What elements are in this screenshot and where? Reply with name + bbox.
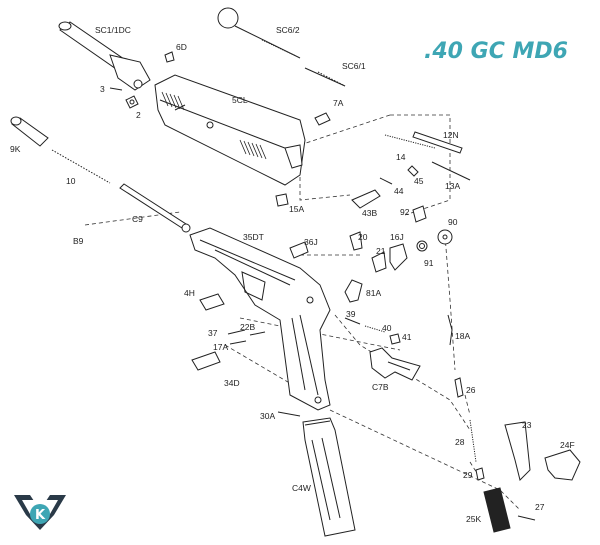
label-24f: 24F [560,440,575,450]
recoil-spring-part [51,149,111,184]
barrel-part [58,21,151,91]
label-b9: B9 [73,236,84,246]
label-21: 21 [376,246,386,256]
label-43b: 43B [362,208,377,218]
label-12n: 12N [443,130,459,140]
part-34d [191,351,221,371]
part-37 [227,329,246,335]
part-6d [164,51,175,63]
label-14: 14 [396,152,406,162]
part-21 [371,251,387,273]
label-sc6-1: SC6/1 [342,61,366,71]
label-90: 90 [448,217,458,227]
label-13a: 13A [445,181,460,191]
part-3-pin [109,87,123,91]
label-28: 28 [455,437,465,447]
label-16j: 16J [390,232,404,242]
label-35dt: 35DT [243,232,264,242]
label-30a: 30A [260,411,275,421]
label-10: 10 [66,176,76,186]
part-2 [125,95,139,109]
part-17a [229,340,247,345]
label-3: 3 [100,84,105,94]
label-45: 45 [414,176,424,186]
part-26 [454,377,464,398]
label-27: 27 [535,502,545,512]
part-43b [351,189,381,209]
part-30a [277,411,301,417]
part-22b [249,331,266,336]
label-5cl: 5CL [232,95,248,105]
part-29 [475,467,485,481]
label-44: 44 [394,186,404,196]
part-23 [504,421,531,481]
part-4h [199,293,225,311]
label-c7b: C7B [372,382,389,392]
slide-part [154,74,306,186]
part-27 [517,515,536,521]
label-6d: 6D [176,42,187,52]
part-12n [412,131,463,154]
label-25k: 25K [466,514,481,524]
part-91 [416,240,428,252]
part-39 [344,317,361,325]
guide-rod-part [119,183,191,233]
part-9k [10,116,49,147]
cleaning-brush-part [304,67,346,87]
label-26: 26 [466,385,476,395]
part-44 [379,177,393,185]
diagram-title: .40 GC MD6 [424,39,568,64]
logo-letter: K [35,508,46,523]
label-34d: 34D [224,378,240,388]
label-20: 20 [358,232,368,242]
label-37: 37 [208,328,218,338]
part-90 [437,229,453,245]
part-7a [314,112,331,126]
part-81a [344,279,363,303]
part-20 [349,231,363,251]
part-41 [389,333,401,345]
part-15a [275,193,289,207]
label-81a: 81A [366,288,381,298]
magazine-part [302,417,356,537]
label-29: 29 [463,470,473,480]
label-40: 40 [382,323,392,333]
brand-logo: K [14,495,66,530]
label-sc1-1dc: SC1/1DC [95,25,131,35]
label-36j: 36J [304,237,318,247]
label-7a: 7A [333,98,344,108]
label-17a: 17A [213,342,228,352]
label-39: 39 [346,309,356,319]
part-45 [407,165,419,177]
label-15a: 15A [289,204,304,214]
part-18a [447,314,453,346]
magwell-part [369,347,421,381]
label-92: 92 [400,207,410,217]
cleaning-rod-part [217,7,301,59]
label-9k: 9K [10,144,21,154]
label-c4w: C4W [292,483,311,493]
part-13a [431,161,471,181]
label-23: 23 [522,420,532,430]
label-41: 41 [402,332,412,342]
label-sc6-2: SC6/2 [276,25,300,35]
label-2: 2 [136,110,141,120]
part-28 [469,419,477,463]
part-40 [364,325,386,333]
label-22b: 22B [240,322,255,332]
part-24f [544,449,581,481]
part-36j [289,241,309,259]
part-92 [412,205,427,223]
label-91: 91 [424,258,434,268]
label-4h: 4H [184,288,195,298]
part-16j [389,243,408,271]
label-18a: 18A [455,331,470,341]
label-c9: C9 [132,214,143,224]
part-25k [483,487,511,533]
frame-part [189,227,331,411]
